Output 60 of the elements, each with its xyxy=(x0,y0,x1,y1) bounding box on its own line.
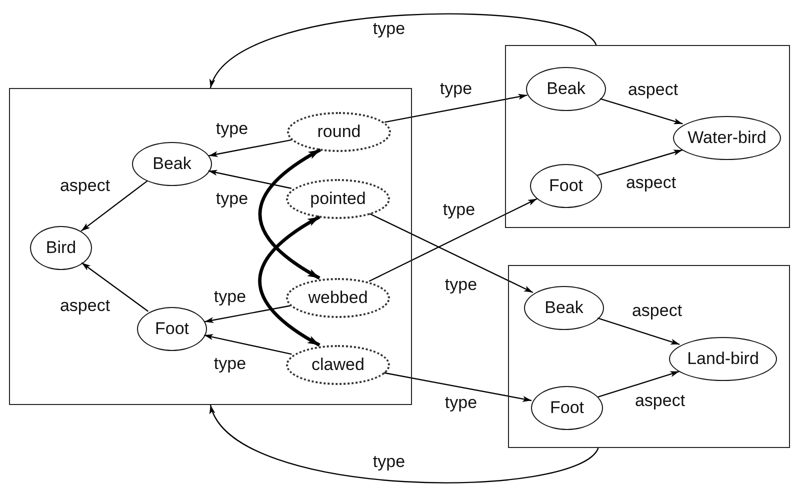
dotted-ellipse-node xyxy=(286,345,390,385)
node-label: clawed xyxy=(312,355,364,375)
edge-label: aspect xyxy=(58,297,112,315)
node-label: Foot xyxy=(550,398,584,418)
ellipse-node xyxy=(524,286,604,330)
ellipse-node xyxy=(669,337,777,381)
edge-label: type xyxy=(370,20,408,38)
arrow xyxy=(600,98,683,124)
edge-label: type xyxy=(212,355,248,373)
edge-label: aspect xyxy=(58,177,112,195)
edge-label: type xyxy=(212,288,248,306)
arrow xyxy=(597,149,683,176)
arrow xyxy=(369,213,534,294)
node-label: Bird xyxy=(46,238,76,258)
dotted-ellipse-node xyxy=(286,179,390,219)
edge-label: type xyxy=(442,394,480,412)
ellipse-node xyxy=(132,142,212,186)
arrow xyxy=(597,318,680,345)
node-label: webbed xyxy=(308,288,368,308)
node-label: Land-bird xyxy=(687,349,759,369)
edge-label: type xyxy=(370,453,408,471)
ellipse-node xyxy=(30,226,92,270)
dotted-ellipse-node xyxy=(287,112,391,152)
ellipse-node xyxy=(673,116,781,160)
arrow xyxy=(80,180,148,232)
arrow xyxy=(384,94,528,123)
edge-label: aspect xyxy=(626,81,680,99)
arrow xyxy=(208,139,292,158)
edge-label: type xyxy=(440,201,478,219)
arrow xyxy=(204,305,290,324)
node-label: Water-bird xyxy=(688,128,766,148)
node-label: Beak xyxy=(152,154,192,174)
arrow xyxy=(258,215,320,347)
arrow xyxy=(368,198,538,282)
edge-label: aspect xyxy=(630,302,684,320)
arrow xyxy=(204,334,292,355)
arrow xyxy=(210,404,599,484)
node-label: Foot xyxy=(154,319,190,339)
node-label: Foot xyxy=(548,176,584,196)
arrow xyxy=(210,13,597,88)
arrow xyxy=(81,262,149,312)
edge-label: type xyxy=(214,190,250,208)
arrow xyxy=(258,148,322,280)
node-label: Beak xyxy=(546,79,586,99)
dotted-ellipse-node xyxy=(286,278,390,318)
node-label: pointed xyxy=(310,189,366,209)
arrow xyxy=(384,372,532,402)
ellipse-node xyxy=(526,67,606,111)
ellipse-node xyxy=(531,386,603,430)
ellipse-node xyxy=(137,307,207,351)
edge-label: aspect xyxy=(632,392,688,410)
node-label: Beak xyxy=(544,298,584,318)
ellipse-node xyxy=(530,164,602,208)
arrow xyxy=(598,370,680,398)
node-label: round xyxy=(317,122,361,142)
edge-label: aspect xyxy=(624,174,678,192)
edge-label: type xyxy=(214,120,250,138)
edge-label: type xyxy=(438,80,474,98)
arrow xyxy=(208,170,292,189)
edge-label: type xyxy=(442,276,480,294)
